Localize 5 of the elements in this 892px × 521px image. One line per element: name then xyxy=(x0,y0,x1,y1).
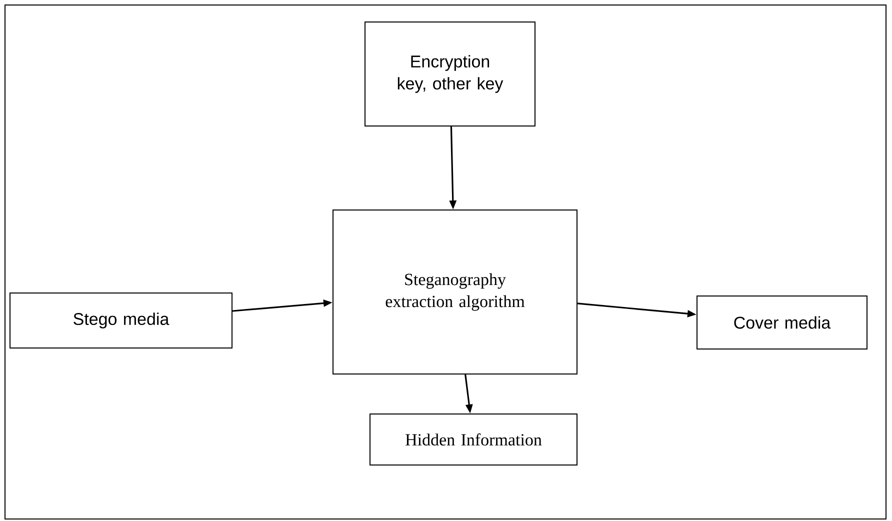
process-box: Encryption key, other key xyxy=(364,22,536,126)
process-box: Stego media xyxy=(10,292,232,348)
process-box: Steganography extraction algorithm xyxy=(332,209,578,374)
process-box: Cover media xyxy=(696,295,868,350)
process-box: Hidden Information xyxy=(370,413,578,466)
